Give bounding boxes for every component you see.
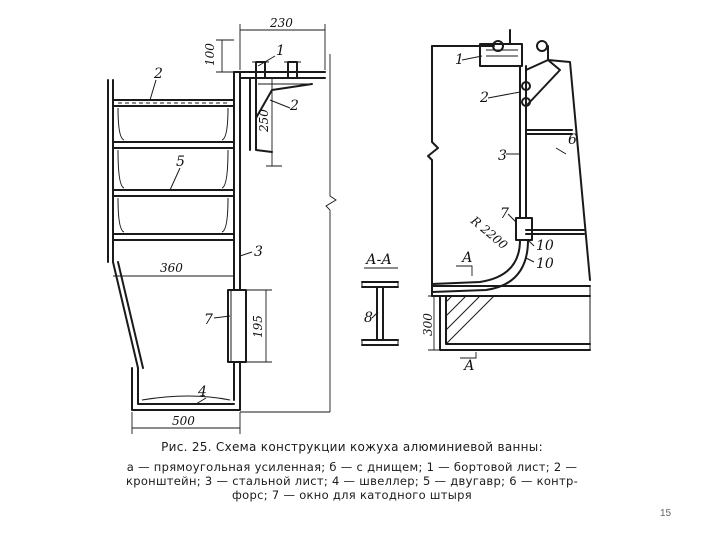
figure-caption-line-2: кронштейн; 3 — стальной лист; 4 — швелле… bbox=[125, 474, 579, 488]
label-6-right: 6 bbox=[568, 132, 577, 148]
figure-caption-title: Рис. 25. Схема конструкции кожуха алюмин… bbox=[161, 440, 543, 454]
dim-250: 250 bbox=[257, 109, 271, 133]
label-3-left: 3 bbox=[254, 244, 263, 260]
dim-100: 100 bbox=[203, 43, 217, 66]
dim-300: 300 bbox=[421, 313, 435, 336]
i-beam-stack bbox=[112, 99, 235, 241]
label-10-lower: 10 bbox=[536, 256, 554, 272]
lower-casing bbox=[112, 261, 247, 411]
label-2-left-bracket: 2 bbox=[289, 98, 299, 114]
section-a-a-title: А-А bbox=[365, 252, 392, 268]
page-number: 15 bbox=[660, 508, 672, 519]
label-5-left: 5 bbox=[176, 154, 185, 170]
dim-360: 360 bbox=[160, 261, 183, 275]
dim-195: 195 bbox=[251, 315, 265, 338]
left-dimension-lines bbox=[113, 24, 337, 434]
label-10-upper: 10 bbox=[536, 238, 554, 254]
dim-230: 230 bbox=[269, 16, 293, 30]
label-2-right: 2 bbox=[479, 90, 489, 106]
section-mark-a-top: А bbox=[461, 250, 473, 266]
label-1-right: 1 bbox=[455, 52, 464, 68]
right-drawing-shell bbox=[427, 29, 591, 351]
label-1-left: 1 bbox=[276, 43, 285, 59]
right-dimension-lines bbox=[428, 55, 567, 359]
figure-caption-line-3: форс; 7 — окно для катодного штыря bbox=[232, 488, 472, 502]
label-8: 8 bbox=[364, 310, 373, 326]
section-a-a-profile bbox=[361, 267, 399, 346]
label-7-right: 7 bbox=[500, 206, 509, 222]
label-4-left: 4 bbox=[197, 384, 207, 400]
label-2-left-top: 2 bbox=[153, 66, 163, 82]
figure-caption-line-1: а — прямоугольная усиленная; б — с днище… bbox=[126, 460, 578, 474]
label-7-left: 7 bbox=[204, 312, 213, 328]
label-3-right: 3 bbox=[498, 148, 507, 164]
dim-500: 500 bbox=[172, 414, 195, 428]
section-mark-a-bottom: А bbox=[463, 358, 475, 374]
left-drawing-shell bbox=[107, 61, 326, 263]
